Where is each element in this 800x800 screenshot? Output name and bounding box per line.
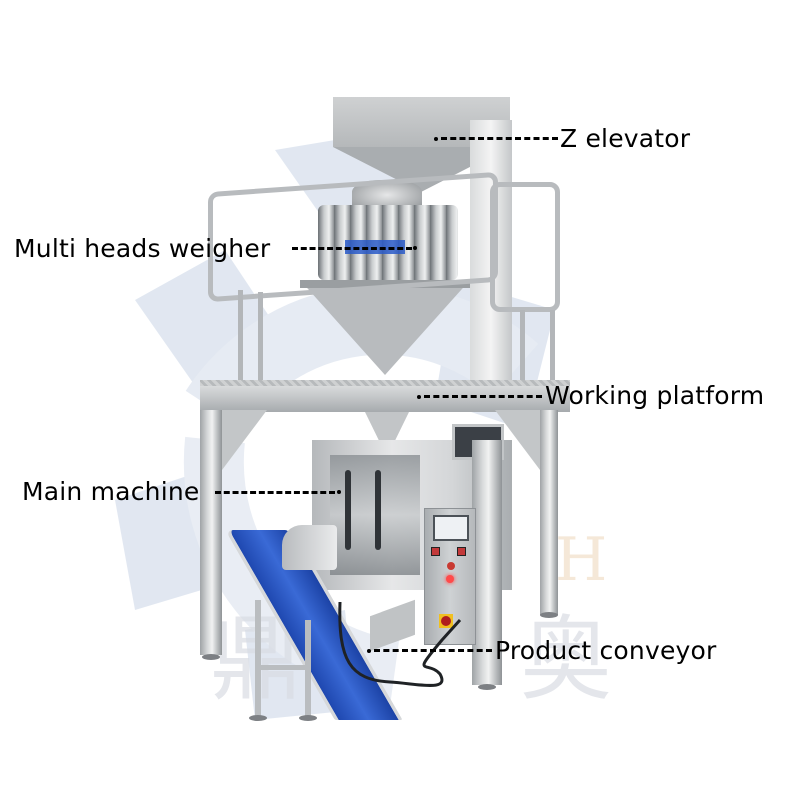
control-panel <box>424 508 476 645</box>
label-multi-heads-weigher: Multi heads weigher <box>14 234 271 263</box>
watermark-char-2: 奥 <box>520 606 613 713</box>
label-working-platform: Working platform <box>545 381 765 410</box>
label-main-machine: Main machine <box>22 477 200 506</box>
power-cable-icon <box>338 601 462 687</box>
label-product-conveyor: Product conveyor <box>495 636 717 665</box>
watermark-letter: H <box>555 525 608 595</box>
top-railing-right <box>490 182 560 312</box>
power-indicator <box>446 575 454 583</box>
push-button[interactable] <box>447 562 455 570</box>
panel-touch-screen[interactable] <box>433 515 469 541</box>
indicator-light-right <box>457 547 466 556</box>
indicator-light-left <box>431 547 440 556</box>
label-z-elevator: Z elevator <box>560 124 691 153</box>
emergency-stop-button[interactable] <box>439 614 453 628</box>
